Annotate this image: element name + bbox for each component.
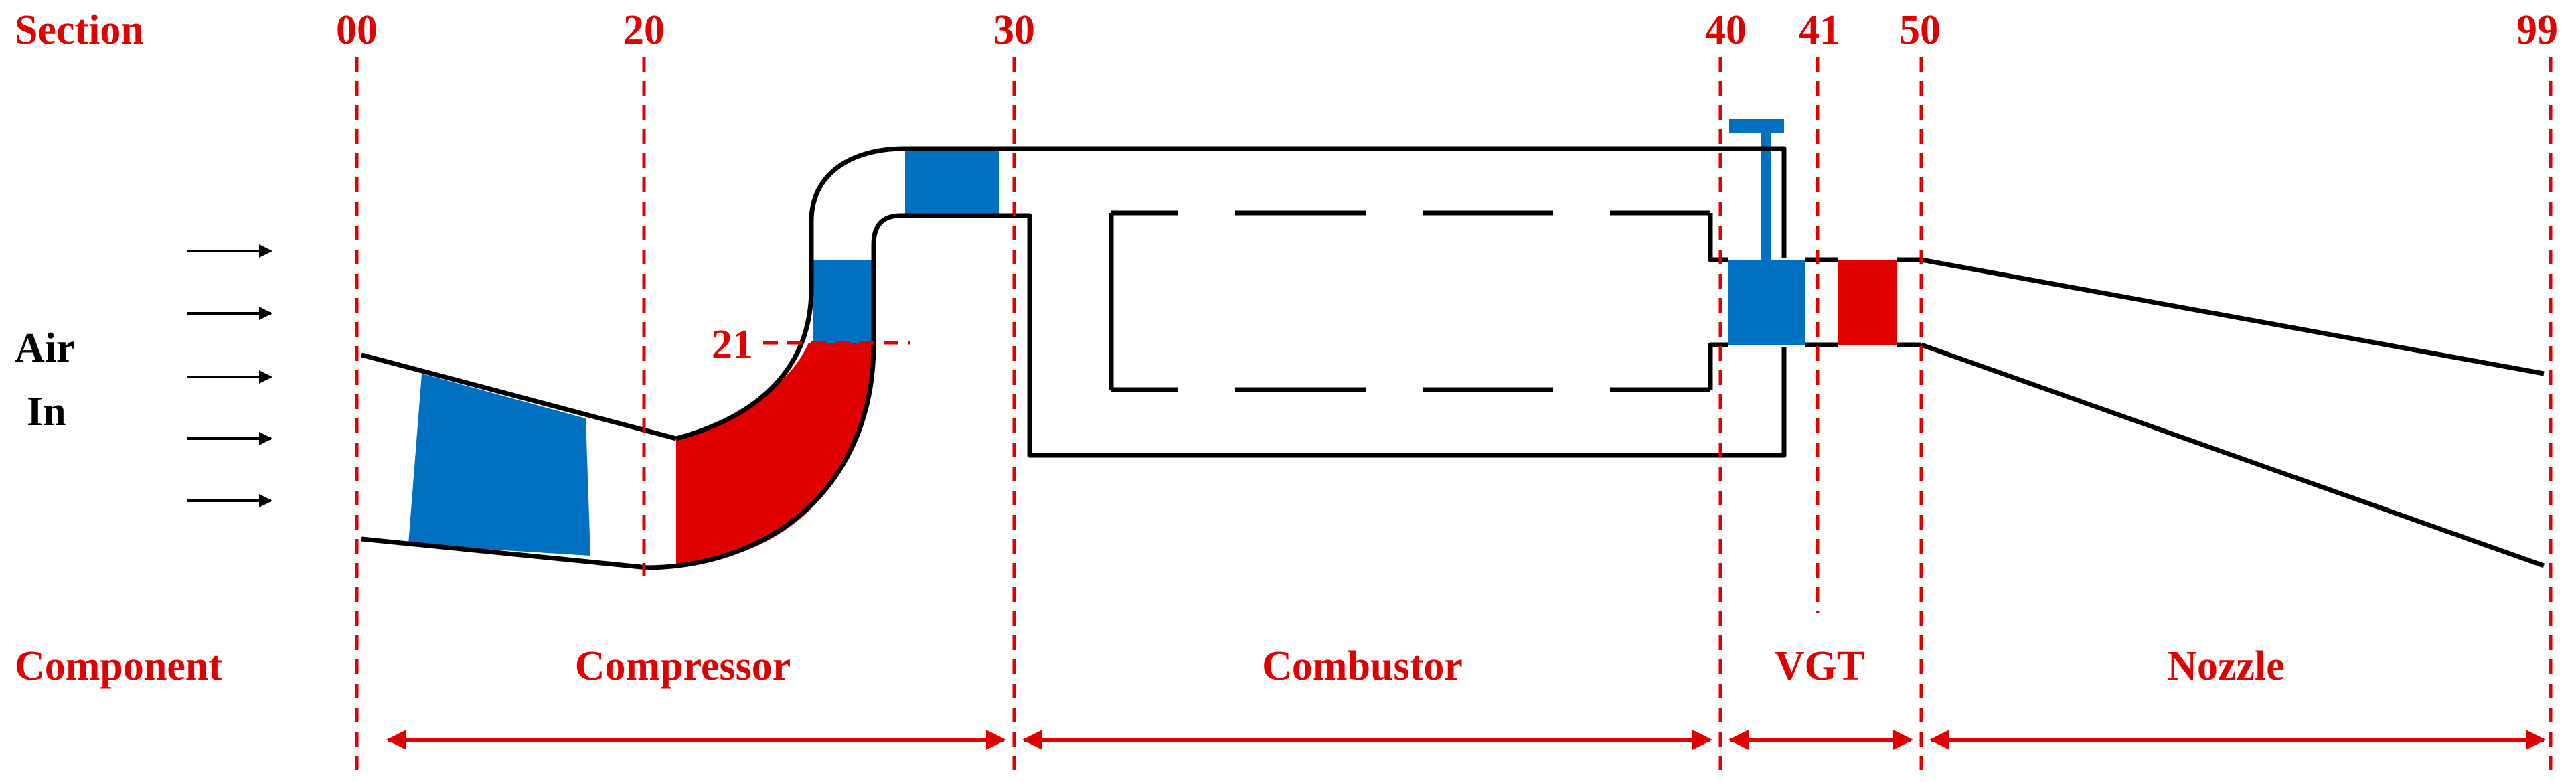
diffuser-vertical-blue — [813, 260, 872, 343]
vgt-actuator-cap — [1729, 119, 1784, 133]
component-row-label: Component — [15, 643, 222, 689]
engine-outline — [361, 146, 2545, 570]
section-row-label: Section — [15, 7, 144, 53]
component-label-combustor: Combustor — [1262, 643, 1463, 689]
section-label-50: 50 — [1899, 7, 1941, 53]
section-label-99: 99 — [2516, 7, 2558, 53]
turbine-rotor-red — [1838, 260, 1897, 345]
station-label-21: 21 — [712, 322, 753, 368]
compressor-impeller-red — [676, 343, 874, 566]
vgt-vanes-blue — [1728, 260, 1805, 345]
section-label-41: 41 — [1799, 7, 1840, 53]
component-label-vgt: VGT — [1775, 643, 1864, 689]
section-label-00: 00 — [336, 7, 378, 53]
compressor-rotor-blue — [408, 374, 590, 556]
section-label-20: 20 — [623, 7, 665, 53]
section-lines — [355, 57, 2553, 770]
diffuser-horizontal-blue — [905, 149, 999, 216]
section-label-30: 30 — [993, 7, 1035, 53]
component-label-compressor: Compressor — [575, 643, 791, 689]
air-inlet-arrows — [187, 244, 272, 507]
vgt-actuator-stem — [1761, 129, 1771, 262]
air-in-label-line1: Air — [15, 325, 75, 371]
section-label-40: 40 — [1705, 7, 1747, 53]
component-label-nozzle: Nozzle — [2167, 643, 2285, 689]
air-in-label-line2: In — [27, 389, 66, 435]
